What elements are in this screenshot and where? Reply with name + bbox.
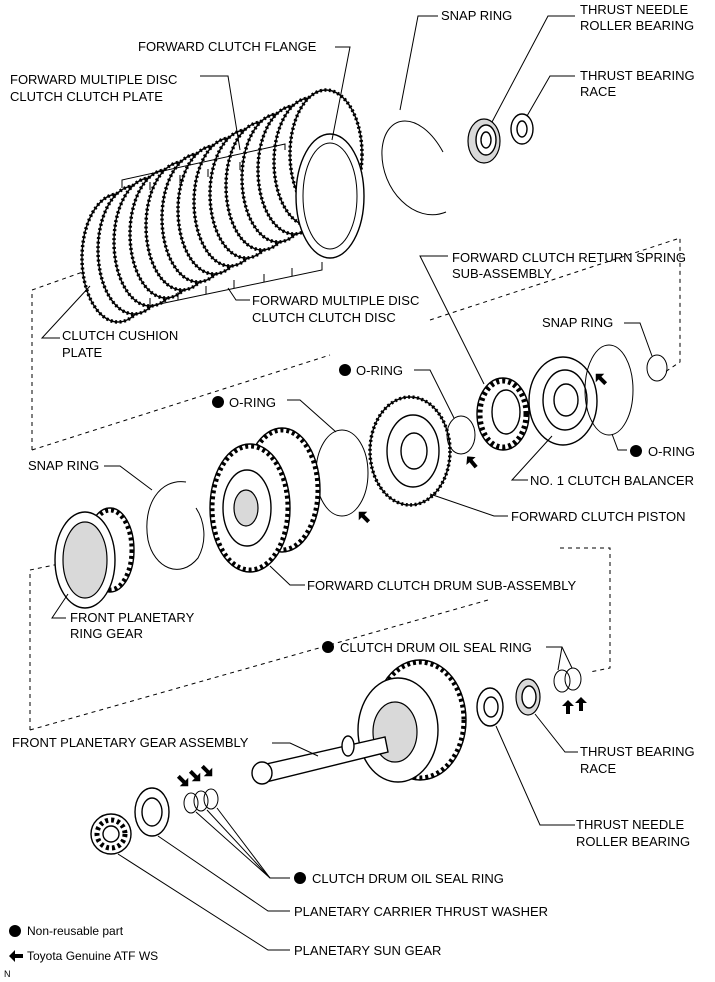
- planetary-carrier-thrust-washer-drawing: [134, 787, 170, 837]
- label-ring-gear-line1: FRONT PLANETARY: [70, 610, 195, 625]
- snap-ring-top-drawing: [381, 120, 447, 216]
- label-cushion-line2: PLATE: [62, 345, 103, 360]
- label-fwd-disc-plate-line2: CLUTCH CLUTCH PLATE: [10, 89, 163, 104]
- legend-atf: Toyota Genuine ATF WS: [27, 949, 158, 963]
- clutch-balancer-drawing: [528, 356, 598, 446]
- non-reusable-dot-icon: [294, 872, 306, 884]
- clutch-drum-oil-seal-rings-bottom-drawing: [183, 788, 219, 814]
- label-fwd-disc-disc-line1: FORWARD MULTIPLE DISC: [252, 293, 419, 308]
- label-thrust-needle-top-line2: ROLLER BEARING: [580, 18, 694, 33]
- o-ring-large-drawing: [315, 429, 369, 517]
- forward-clutch-flange-drawing: [295, 133, 365, 259]
- label-snap-ring-left: SNAP RING: [28, 458, 99, 473]
- label-return-spring-line2: SUB-ASSEMBLY: [452, 266, 553, 281]
- label-fwd-disc-plate-line1: FORWARD MULTIPLE DISC: [10, 72, 177, 87]
- label-fwd-disc-disc-line2: CLUTCH CLUTCH DISC: [252, 310, 396, 325]
- label-oil-seal-bottom: CLUTCH DRUM OIL SEAL RING: [312, 871, 504, 886]
- thrust-bearing-race-top-drawing: [510, 113, 534, 145]
- label-ring-gear-line2: RING GEAR: [70, 626, 143, 641]
- label-snap-ring-right: SNAP RING: [542, 315, 613, 330]
- corner-mark: N: [4, 969, 11, 979]
- snap-ring-right-drawing: [646, 354, 668, 382]
- label-oil-seal-top: CLUTCH DRUM OIL SEAL RING: [340, 640, 532, 655]
- snap-ring-left-drawing: [146, 481, 205, 570]
- label-thrust-needle-bottom-line1: THRUST NEEDLE: [576, 817, 684, 832]
- clutch-pack-drawing: [80, 88, 365, 324]
- label-forward-clutch-flange: FORWARD CLUTCH FLANGE: [138, 39, 317, 54]
- label-o-ring-small: O-RING: [356, 363, 403, 378]
- return-spring-drawing: [476, 377, 530, 451]
- thrust-bearing-race-bottom-drawing: [515, 678, 541, 716]
- label-sun-gear: PLANETARY SUN GEAR: [294, 943, 441, 958]
- non-reusable-dot-icon: [339, 364, 351, 376]
- label-thrust-needle-bottom-line2: ROLLER BEARING: [576, 834, 690, 849]
- front-planetary-gear-assembly-drawing: [251, 659, 467, 785]
- label-drum: FORWARD CLUTCH DRUM SUB-ASSEMBLY: [307, 578, 577, 593]
- non-reusable-dot-icon: [322, 641, 334, 653]
- legend-dot-icon: [9, 925, 21, 937]
- label-planetary-gear-assembly: FRONT PLANETARY GEAR ASSEMBLY: [12, 735, 249, 750]
- forward-clutch-piston-drawing: [368, 395, 452, 507]
- label-snap-ring-top: SNAP RING: [441, 8, 512, 23]
- assembly-guide-lines: [29, 237, 681, 731]
- legend-arrow-icon: [9, 950, 23, 962]
- legend: Non-reusable part Toyota Genuine ATF WS: [9, 924, 158, 963]
- planetary-sun-gear-drawing: [90, 813, 132, 855]
- non-reusable-dot-icon: [630, 445, 642, 457]
- o-ring-right-drawing: [584, 344, 634, 436]
- clutch-drum-oil-seal-rings-top-drawing: [553, 667, 582, 693]
- label-cushion-line1: CLUTCH CUSHION: [62, 328, 178, 343]
- label-thrust-race-bottom-line1: THRUST BEARING: [580, 744, 695, 759]
- forward-clutch-drum-drawing: [209, 427, 321, 573]
- label-o-ring-large: O-RING: [229, 395, 276, 410]
- o-ring-small-drawing: [446, 415, 476, 455]
- thrust-needle-bearing-bottom-drawing: [476, 687, 504, 727]
- label-thrust-race-bottom-line2: RACE: [580, 761, 616, 776]
- label-thrust-race-top-line2: RACE: [580, 84, 616, 99]
- label-balancer: NO. 1 CLUTCH BALANCER: [530, 473, 694, 488]
- non-reusable-dot-icon: [212, 396, 224, 408]
- label-o-ring-right: O-RING: [648, 444, 695, 459]
- label-thrust-race-top-line1: THRUST BEARING: [580, 68, 695, 83]
- label-carrier-washer: PLANETARY CARRIER THRUST WASHER: [294, 904, 548, 919]
- thrust-needle-bearing-top-drawing: [467, 118, 501, 164]
- label-return-spring-line1: FORWARD CLUTCH RETURN SPRING: [452, 250, 686, 265]
- label-thrust-needle-top-line1: THRUST NEEDLE: [580, 2, 688, 17]
- legend-non-reusable: Non-reusable part: [27, 924, 124, 938]
- leader-lines: [40, 15, 653, 951]
- front-planetary-ring-gear-drawing: [54, 507, 135, 609]
- label-piston: FORWARD CLUTCH PISTON: [511, 509, 686, 524]
